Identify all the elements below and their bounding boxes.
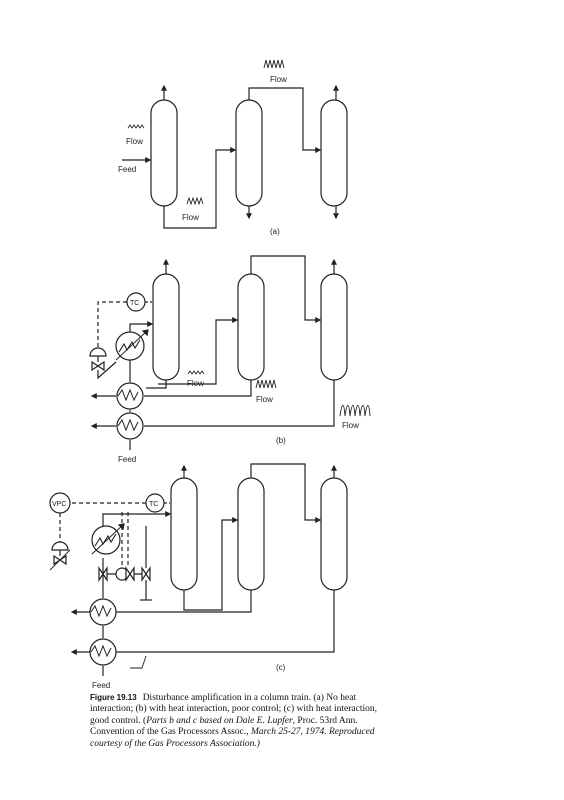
control-valve-c1 bbox=[51, 541, 69, 551]
panel-tag-c: (c) bbox=[276, 663, 286, 672]
disturbance-wave-b1 bbox=[187, 370, 205, 375]
caption-text-1: Disturbance amplification in a column tr… bbox=[90, 693, 378, 726]
panel-tag-a: (a) bbox=[270, 227, 280, 236]
label-tc-b: TC bbox=[130, 300, 139, 307]
label-flow-top-a: Flow bbox=[270, 75, 287, 84]
feed-preheater-c bbox=[89, 638, 117, 666]
label-flow-bottom-a: Flow bbox=[182, 213, 199, 222]
panel-tag-b: (b) bbox=[276, 436, 286, 445]
label-flow-feed-a: Flow bbox=[126, 137, 143, 146]
column-a3 bbox=[320, 99, 348, 207]
control-valve-b bbox=[89, 347, 107, 357]
caption-text-3: , Proc. 53rd Ann. Convention of the Gas … bbox=[90, 715, 358, 738]
disturbance-wave-b2 bbox=[255, 379, 277, 389]
label-flow-b3: Flow bbox=[342, 421, 359, 430]
label-tc-c: TC bbox=[149, 501, 158, 508]
label-feed-a: Feed bbox=[118, 165, 136, 174]
feed-preheater-b bbox=[116, 412, 144, 440]
label-flow-b1: Flow bbox=[187, 379, 204, 388]
control-valve-c4 bbox=[141, 566, 151, 582]
column-b2 bbox=[237, 273, 265, 381]
disturbance-wave-top bbox=[263, 59, 285, 69]
label-flow-b2: Flow bbox=[256, 395, 273, 404]
column-c1 bbox=[170, 477, 198, 591]
control-valve-c3 bbox=[125, 566, 135, 582]
panel-c bbox=[49, 463, 348, 676]
bottoms-exchanger-c bbox=[89, 598, 117, 626]
bottoms-exchanger-b bbox=[116, 382, 144, 410]
column-a2 bbox=[235, 99, 263, 207]
column-train-diagram: Flow Flow Feed Flow (a) TC Flow Flow Flo… bbox=[49, 59, 371, 690]
disturbance-wave-bottoms bbox=[186, 196, 204, 206]
column-a1 bbox=[150, 99, 178, 207]
figure-number: Figure 19.13 bbox=[90, 693, 137, 702]
column-c2 bbox=[237, 477, 265, 591]
control-valve-c2 bbox=[98, 566, 108, 582]
disturbance-wave-b3 bbox=[339, 405, 371, 417]
caption-text-4: March 25-27, 1974. Reproduced courtesy o… bbox=[90, 727, 375, 749]
column-b3 bbox=[320, 273, 348, 381]
panel-a bbox=[122, 59, 348, 229]
label-feed-c: Feed bbox=[92, 681, 110, 690]
column-b1 bbox=[152, 273, 180, 381]
label-feed-b: Feed bbox=[118, 455, 136, 464]
label-vpc-c: VPC bbox=[52, 501, 66, 508]
caption-text-2: Parts b and c based on Dale E. Lupfer bbox=[146, 715, 293, 726]
disturbance-wave-feed bbox=[127, 124, 145, 129]
column-c3 bbox=[320, 477, 348, 591]
panel-b bbox=[89, 255, 371, 450]
